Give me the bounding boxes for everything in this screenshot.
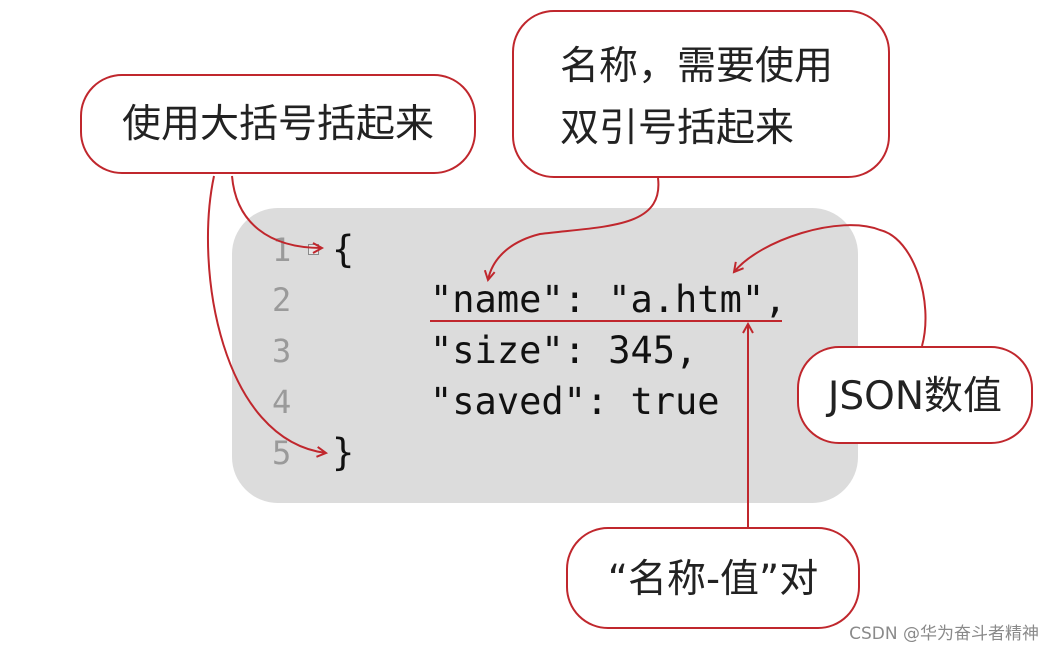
callout-name-line1: 名称，需要使用 bbox=[560, 44, 834, 89]
code-line-3: 3 "size": 345, bbox=[232, 326, 832, 376]
callout-json-value: JSON数值 bbox=[797, 346, 1033, 444]
code-line-4: 4 "saved": true bbox=[232, 377, 832, 427]
code-text: "name": "a.htm", bbox=[430, 278, 787, 321]
callout-json-value-text: JSON数值 bbox=[827, 374, 1003, 419]
code-text: "saved": true bbox=[430, 380, 720, 423]
arrow-to-name bbox=[488, 177, 660, 280]
code-line-5: 5 } bbox=[232, 428, 832, 478]
line-number: 4 bbox=[272, 383, 292, 421]
code-text: } bbox=[332, 431, 355, 474]
code-text: { bbox=[332, 228, 355, 271]
callout-pair-text: “名称-值”对 bbox=[607, 557, 819, 602]
callout-braces-text: 使用大括号括起来 bbox=[121, 102, 434, 147]
callout-name-quotes: 名称，需要使用 双引号括起来 bbox=[512, 10, 890, 178]
watermark: CSDN @华为奋斗者精神 bbox=[849, 624, 1039, 644]
line-number: 2 bbox=[272, 281, 292, 319]
arrow-to-open-brace bbox=[231, 175, 322, 248]
callout-name-value-pair: “名称-值”对 bbox=[566, 527, 860, 629]
line-number: 3 bbox=[272, 332, 292, 370]
code-panel: 1 { 2 "name": "a.htm", 3 "size": 345, 4 … bbox=[232, 208, 858, 503]
callout-name-line2: 双引号括起来 bbox=[560, 106, 795, 151]
code-line-2: 2 "name": "a.htm", bbox=[232, 275, 832, 325]
line-number: 5 bbox=[272, 434, 292, 472]
arrow-to-value bbox=[734, 224, 927, 347]
arrow-to-close-brace bbox=[206, 175, 326, 453]
callout-braces: 使用大括号括起来 bbox=[80, 74, 476, 174]
code-text: "size": 345, bbox=[430, 329, 698, 372]
